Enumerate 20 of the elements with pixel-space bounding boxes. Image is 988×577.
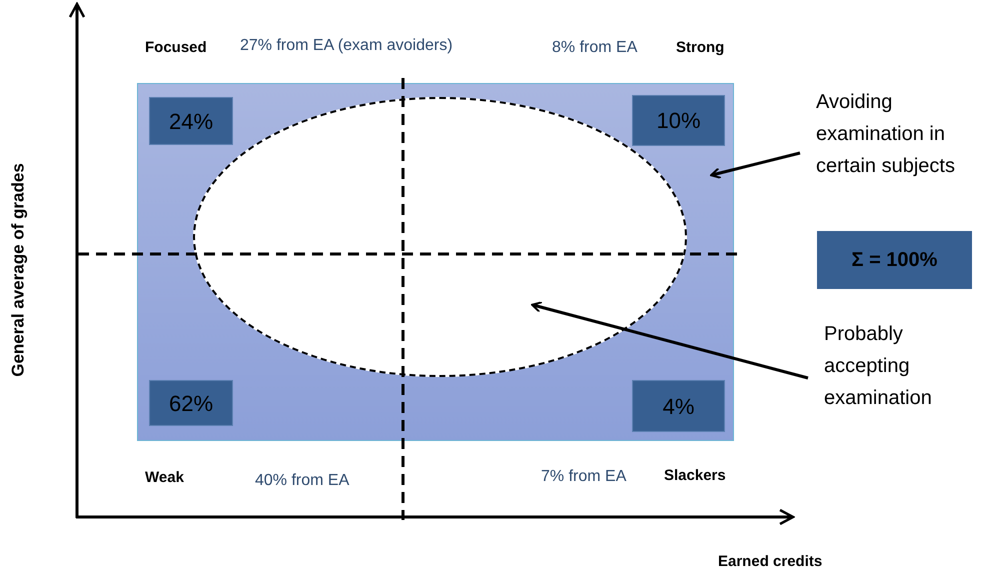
percentage-box: 10% xyxy=(632,95,725,146)
share-label: 7% from EA xyxy=(541,467,626,487)
sum-box: Σ = 100% xyxy=(817,231,972,289)
share-label: 27% from EA (exam avoiders) xyxy=(240,36,453,56)
arrow xyxy=(531,301,808,380)
annotation-text: Probably accepting examination xyxy=(820,318,965,418)
quadrant-area xyxy=(137,83,734,441)
share-label: 40% from EA xyxy=(255,471,350,491)
quadrant-label: Weak xyxy=(145,468,184,488)
percentage-box: 62% xyxy=(149,380,233,426)
axis-label: General average of grades xyxy=(7,163,28,377)
quadrant-label: Slackers xyxy=(664,466,726,486)
arrow xyxy=(710,152,800,179)
quadrant-label: Strong xyxy=(676,38,724,58)
annotation-text: Avoiding examination in certain subjects xyxy=(812,86,988,186)
quadrant-label: Focused xyxy=(145,38,207,58)
percentage-box: 4% xyxy=(632,380,725,432)
axis-label: Earned credits xyxy=(718,552,822,572)
share-label: 8% from EA xyxy=(552,38,638,58)
percentage-box: 24% xyxy=(149,97,233,145)
